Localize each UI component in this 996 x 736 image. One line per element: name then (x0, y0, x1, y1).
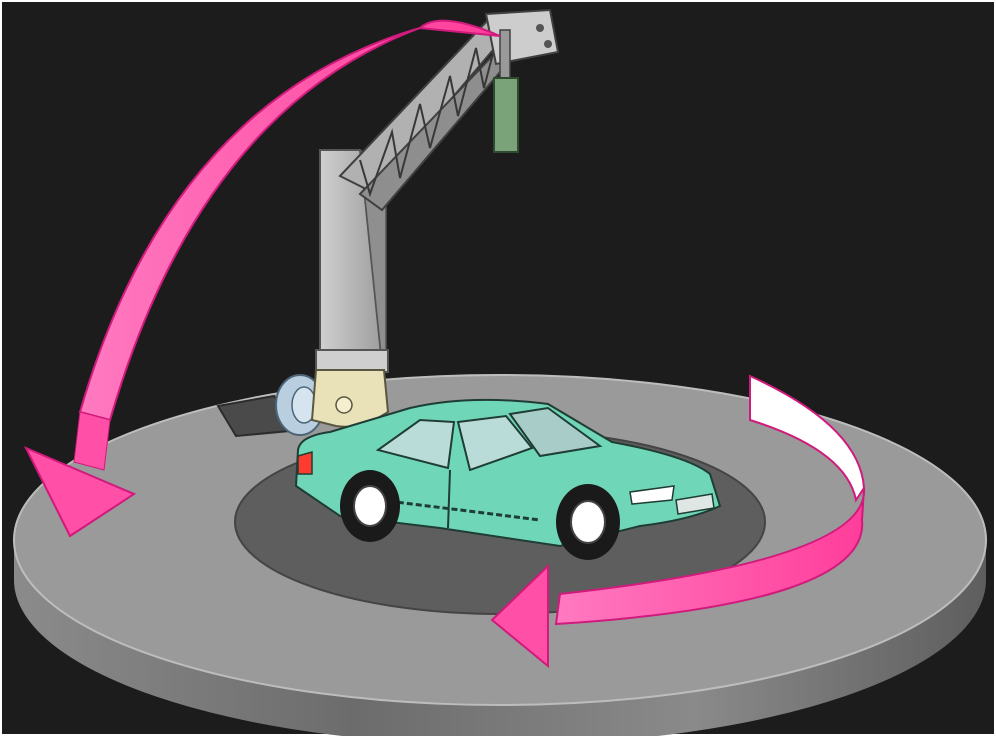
joint-bolt (336, 397, 352, 413)
mast-collar (316, 350, 388, 372)
car-taillight (298, 452, 312, 474)
car-wheel-front (556, 484, 620, 560)
sensor-rod (500, 30, 510, 82)
car-wheel-rear (340, 470, 400, 542)
sensor-probe (494, 78, 518, 152)
vertical-arrow-neck (74, 412, 110, 470)
sensor-mount-bolt (536, 24, 544, 32)
sensor-mount-bolt (544, 40, 552, 48)
